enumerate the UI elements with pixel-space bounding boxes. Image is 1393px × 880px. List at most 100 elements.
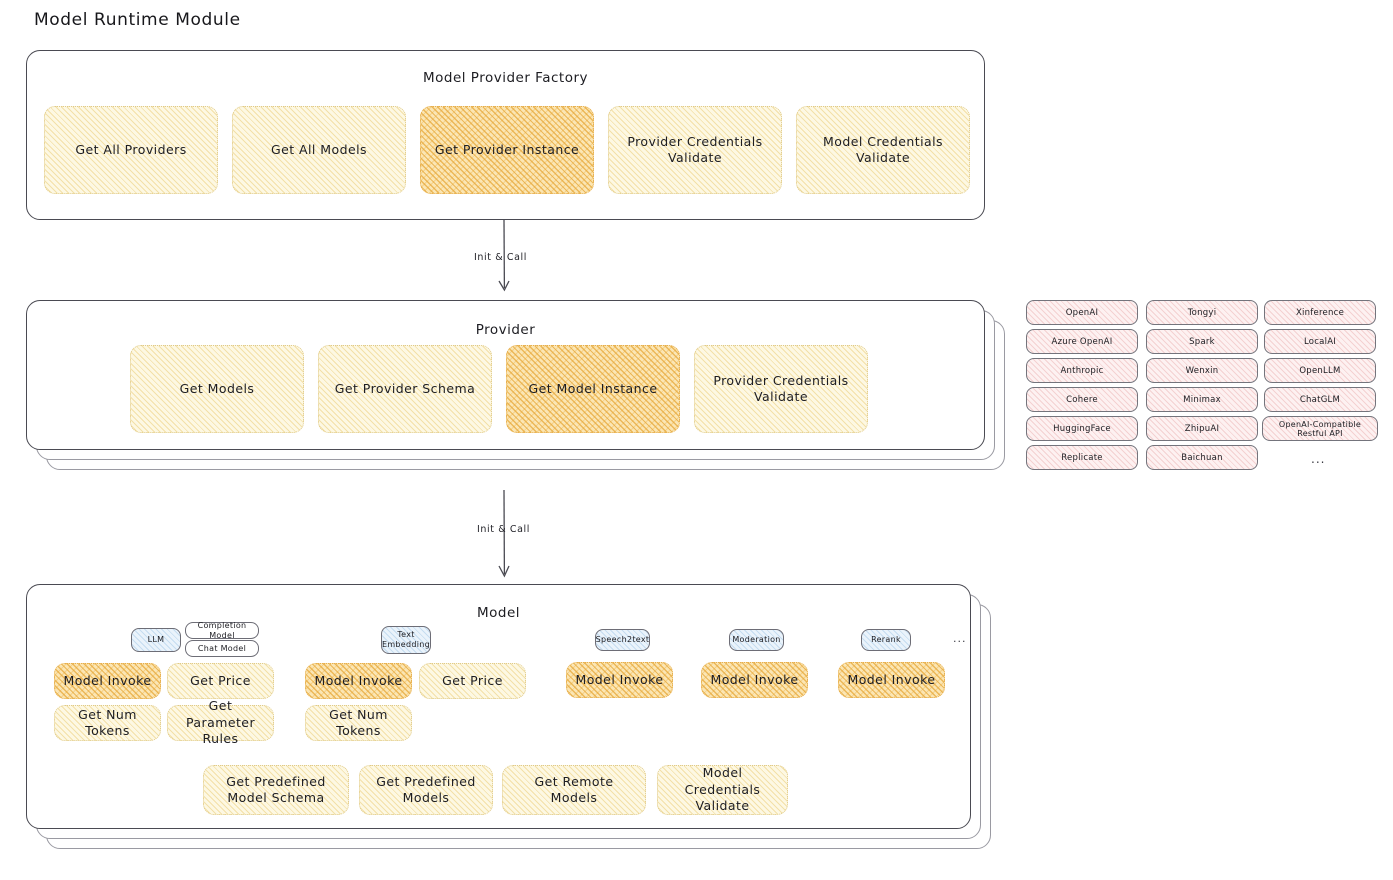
node-label: Get Predefined Model Schema xyxy=(226,773,326,806)
model-method-llm-get-price[interactable]: Get Price xyxy=(167,663,274,699)
provider-chip-baichuan[interactable]: Baichuan xyxy=(1146,445,1258,470)
provider-node-get-models[interactable]: Get Models xyxy=(130,345,304,433)
provider-chip-label: Wenxin xyxy=(1185,365,1219,376)
page-title: Model Runtime Module xyxy=(34,10,241,30)
arrow-icon xyxy=(498,489,510,578)
arrow-label-init-call-1: Init & Call xyxy=(474,252,527,263)
node-label: Get Predefined Models xyxy=(376,773,476,806)
provider-node-get-provider-schema[interactable]: Get Provider Schema xyxy=(318,345,492,433)
provider-chip-openllm[interactable]: OpenLLM xyxy=(1264,358,1376,383)
provider-chip-label: OpenLLM xyxy=(1299,365,1341,376)
arrow-provider-to-model xyxy=(490,489,520,585)
provider-chip-label: Cohere xyxy=(1066,394,1098,405)
node-label: Model Invoke xyxy=(63,672,152,688)
model-type-chip-llm[interactable]: LLM xyxy=(131,628,181,652)
factory-node-get-provider-instance[interactable]: Get Provider Instance xyxy=(420,106,594,194)
provider-node-provider-credentials-validate[interactable]: Provider Credentials Validate xyxy=(694,345,868,433)
provider-chip-chatglm[interactable]: ChatGLM xyxy=(1264,387,1376,412)
node-label: Get Price xyxy=(442,672,503,688)
provider-chip-openai[interactable]: OpenAI xyxy=(1026,300,1138,325)
node-label: Provider Credentials Validate xyxy=(627,133,763,166)
factory-node-provider-credentials-validate[interactable]: Provider Credentials Validate xyxy=(608,106,782,194)
factory-node-model-credentials-validate[interactable]: Model Credentials Validate xyxy=(796,106,970,194)
node-label: Get Provider Instance xyxy=(434,141,580,157)
model-method-moderation-model-invoke[interactable]: Model Invoke xyxy=(701,662,808,698)
provider-chip-label: Xinference xyxy=(1295,307,1345,318)
node-label: Get Remote Models xyxy=(534,773,614,806)
arrow-icon xyxy=(498,219,510,292)
model-method-llm-model-invoke[interactable]: Model Invoke xyxy=(54,663,161,699)
model-method-llm-get-parameter-rules[interactable]: Get Parameter Rules xyxy=(167,698,274,746)
provider-chip-wenxin[interactable]: Wenxin xyxy=(1146,358,1258,383)
model-subtype-chip-chat-model[interactable]: Chat Model xyxy=(185,640,259,657)
provider-chip-xinference[interactable]: Xinference xyxy=(1264,300,1376,325)
provider-chip-label: Baichuan xyxy=(1181,452,1223,463)
model-common-get-remote-models[interactable]: Get Remote Models xyxy=(502,765,646,815)
provider-chip-label: Replicate xyxy=(1061,452,1103,463)
provider-chip-label: Tongyi xyxy=(1187,307,1217,318)
node-label: Model Credentials Validate xyxy=(684,765,761,814)
model-type-label: Rerank xyxy=(871,635,901,644)
model-method-text-embedding-model-invoke[interactable]: Model Invoke xyxy=(305,663,412,699)
model-method-text-embedding-get-price[interactable]: Get Price xyxy=(419,663,526,699)
model-title: Model xyxy=(476,605,521,621)
model-subtype-chip-completion-model[interactable]: Completion Model xyxy=(185,620,259,640)
model-method-text-embedding-get-num-tokens[interactable]: Get Num Tokens xyxy=(305,705,412,741)
node-label: Model Invoke xyxy=(710,671,799,687)
model-type-chip-speech2text[interactable]: Speech2text xyxy=(595,629,650,651)
provider-chip-anthropic[interactable]: Anthropic xyxy=(1026,358,1138,383)
factory-node-get-all-models[interactable]: Get All Models xyxy=(232,106,406,194)
provider-chip-label: OpenAI-Compatible Restful API xyxy=(1278,419,1362,438)
provider-chip-label: Spark xyxy=(1189,336,1215,347)
model-type-chip-rerank[interactable]: Rerank xyxy=(861,629,911,651)
model-type-chip-moderation[interactable]: Moderation xyxy=(729,629,784,651)
node-label: Get Num Tokens xyxy=(329,706,388,739)
model-common-get-predefined-models[interactable]: Get Predefined Models xyxy=(359,765,493,815)
model-type-label: Speech2text xyxy=(595,635,650,644)
provider-chip-replicate[interactable]: Replicate xyxy=(1026,445,1138,470)
provider-node-get-model-instance[interactable]: Get Model Instance xyxy=(506,345,680,433)
provider-chip-tongyi[interactable]: Tongyi xyxy=(1146,300,1258,325)
model-common-get-predefined-model-schema[interactable]: Get Predefined Model Schema xyxy=(203,765,349,815)
provider-chip-label: LocalAI xyxy=(1303,336,1337,347)
provider-chip-huggingface[interactable]: HuggingFace xyxy=(1026,416,1138,441)
provider-chip-label: Minimax xyxy=(1183,394,1221,405)
provider-chip-minimax[interactable]: Minimax xyxy=(1146,387,1258,412)
arrow-factory-to-provider xyxy=(490,219,520,300)
node-label: Provider Credentials Validate xyxy=(713,372,849,405)
node-label: Model Invoke xyxy=(314,672,403,688)
model-subtype-label: Completion Model xyxy=(197,620,247,640)
model-subtype-label: Chat Model xyxy=(197,643,247,653)
provider-list-more-ellipsis: ... xyxy=(1311,452,1326,466)
node-label: Model Invoke xyxy=(847,671,936,687)
provider-title: Provider xyxy=(475,322,536,338)
provider-chip-label: Anthropic xyxy=(1060,365,1104,376)
provider-chip-localai[interactable]: LocalAI xyxy=(1264,329,1376,354)
provider-chip-label: Azure OpenAI xyxy=(1051,336,1113,347)
provider-chip-zhipuai[interactable]: ZhipuAI xyxy=(1146,416,1258,441)
model-method-rerank-model-invoke[interactable]: Model Invoke xyxy=(838,662,945,698)
model-provider-factory-title: Model Provider Factory xyxy=(422,70,588,86)
node-label: Model Credentials Validate xyxy=(822,133,943,166)
model-type-label: Moderation xyxy=(732,635,781,644)
model-common-model-credentials-validate[interactable]: Model Credentials Validate xyxy=(657,765,788,815)
factory-node-get-all-providers[interactable]: Get All Providers xyxy=(44,106,218,194)
provider-chip-cohere[interactable]: Cohere xyxy=(1026,387,1138,412)
model-types-more-ellipsis: ... xyxy=(953,632,967,645)
model-method-llm-get-num-tokens[interactable]: Get Num Tokens xyxy=(54,705,161,741)
model-type-chip-text-embedding[interactable]: Text Embedding xyxy=(381,626,431,654)
model-type-label: LLM xyxy=(147,635,165,644)
node-label: Get All Models xyxy=(270,141,368,157)
provider-chip-label: ChatGLM xyxy=(1299,394,1341,405)
node-label: Get Num Tokens xyxy=(78,706,137,739)
node-label: Get All Providers xyxy=(75,141,187,157)
provider-chip-label: OpenAI xyxy=(1065,307,1099,318)
provider-chip-openai-compatible-restful-api[interactable]: OpenAI-Compatible Restful API xyxy=(1262,416,1378,441)
node-label: Model Invoke xyxy=(575,671,664,687)
model-method-speech2text-model-invoke[interactable]: Model Invoke xyxy=(566,662,673,698)
provider-chip-label: HuggingFace xyxy=(1053,423,1111,434)
provider-chip-spark[interactable]: Spark xyxy=(1146,329,1258,354)
node-label: Get Parameter Rules xyxy=(185,698,256,747)
node-label: Get Price xyxy=(190,672,251,688)
provider-chip-azure-openai[interactable]: Azure OpenAI xyxy=(1026,329,1138,354)
